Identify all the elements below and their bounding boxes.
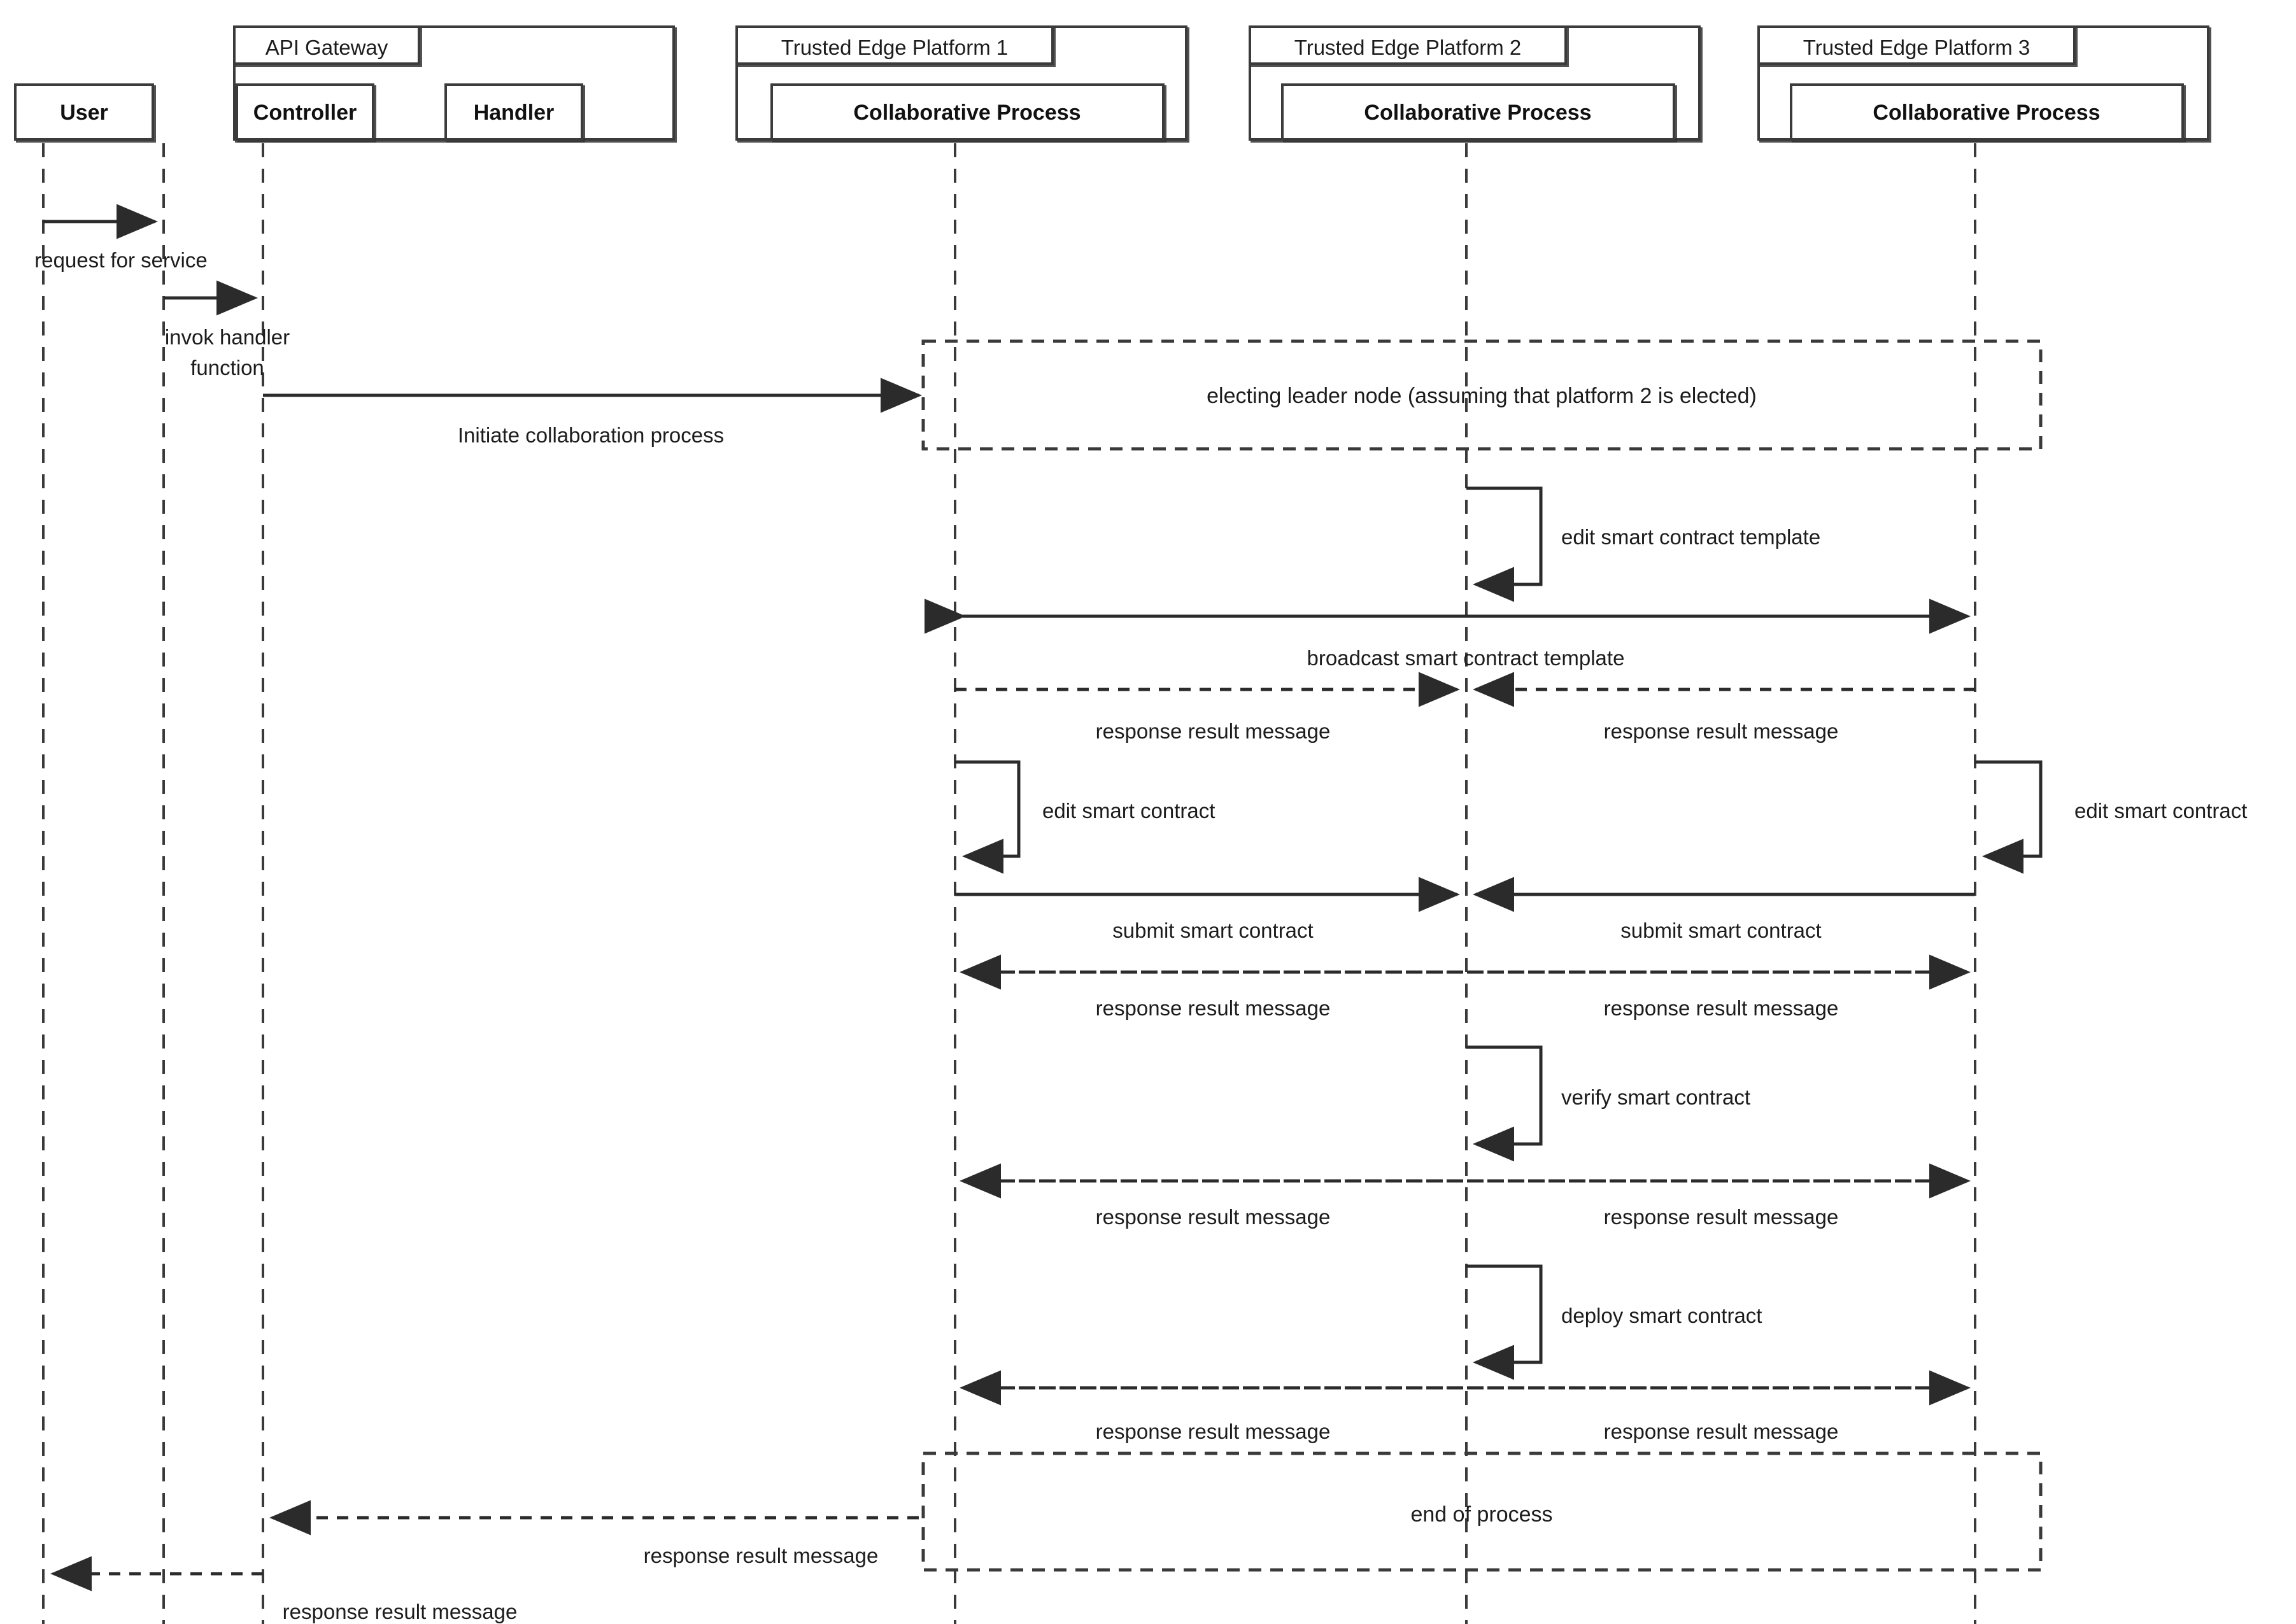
message-label-verify-contract: verify smart contract — [1561, 1085, 1750, 1109]
message-label-response-handler: response result message — [644, 1544, 879, 1567]
message-label-response-3-left: response result message — [1096, 1205, 1331, 1229]
deploy-group — [1466, 1264, 1543, 1380]
message-label-response-4-right: response result message — [1604, 1420, 1839, 1443]
message-label-deploy-contract: deploy smart contract — [1561, 1304, 1762, 1327]
container-label-platform-2: Trusted Edge Platform 2 — [1294, 36, 1521, 59]
participant-platform-3-process[interactable] — [1790, 83, 2184, 141]
lifelines — [42, 143, 1976, 1624]
final-returns — [50, 1500, 919, 1592]
arrow-edit-smart-contract-template — [1466, 486, 1543, 602]
arrow-verify-smart-contract — [1466, 1045, 1543, 1162]
participant-label-handler: Handler — [474, 101, 555, 125]
message-label-submit-right: submit smart contract — [1620, 919, 1821, 942]
participant-user[interactable] — [14, 83, 154, 141]
message-label-response-1-right: response result message — [1604, 719, 1839, 743]
frame-electing-leader — [921, 339, 2043, 451]
message-label-initiate-collaboration: Initiate collaboration process — [458, 423, 724, 447]
message-label-broadcast: broadcast smart contract template — [1307, 646, 1625, 670]
message-label-response-3-right: response result message — [1604, 1205, 1839, 1229]
message-label-response-1-left: response result message — [1096, 719, 1331, 743]
message-label-edit-contract-left: edit smart contract — [1042, 799, 1215, 823]
arrow-edit-smart-contract-right — [1975, 760, 2043, 874]
frame-label-end-of-process: end of process — [1410, 1502, 1552, 1527]
message-arrows — [43, 204, 1971, 634]
message-label-submit-left: submit smart contract — [1112, 919, 1313, 942]
participant-platform-1-process[interactable] — [770, 83, 1165, 141]
message-label-invok-handler-line2: function — [190, 356, 264, 379]
message-label-response-2-left: response result message — [1096, 996, 1331, 1020]
frame-end-of-process — [921, 1451, 2043, 1572]
participant-label-collab-2: Collaborative Process — [1364, 101, 1591, 125]
message-label-response-2-right: response result message — [1604, 996, 1839, 1020]
message-label-response-4-left: response result message — [1096, 1420, 1331, 1443]
message-label-edit-contract-right: edit smart contract — [2074, 799, 2247, 823]
participant-controller[interactable] — [236, 83, 374, 141]
verify-group — [1466, 1045, 1543, 1162]
participant-label-controller: Controller — [253, 101, 357, 125]
participant-platform-2-process[interactable] — [1281, 83, 1675, 141]
arrow-deploy-smart-contract — [1466, 1264, 1543, 1380]
message-label-request-for-service: request for service — [34, 248, 207, 272]
container-label-platform-1: Trusted Edge Platform 1 — [781, 36, 1008, 59]
message-label-edit-template: edit smart contract template — [1561, 525, 1820, 549]
frame-label-electing-leader: electing leader node (assuming that plat… — [1207, 384, 1757, 408]
container-label-api-gateway: API Gateway — [266, 36, 388, 59]
participant-label-collab-1: Collaborative Process — [853, 101, 1081, 125]
message-label-response-user: response result message — [283, 1600, 518, 1623]
arrow-edit-smart-contract-left — [955, 760, 1021, 874]
container-label-platform-3: Trusted Edge Platform 3 — [1803, 36, 2030, 59]
message-label-invok-handler-line1: invok handler — [165, 325, 290, 349]
participant-handler[interactable] — [444, 83, 583, 141]
participant-label-user: User — [60, 101, 108, 125]
self-edit-contract-group — [955, 760, 2043, 912]
participant-label-collab-3: Collaborative Process — [1873, 101, 2100, 125]
